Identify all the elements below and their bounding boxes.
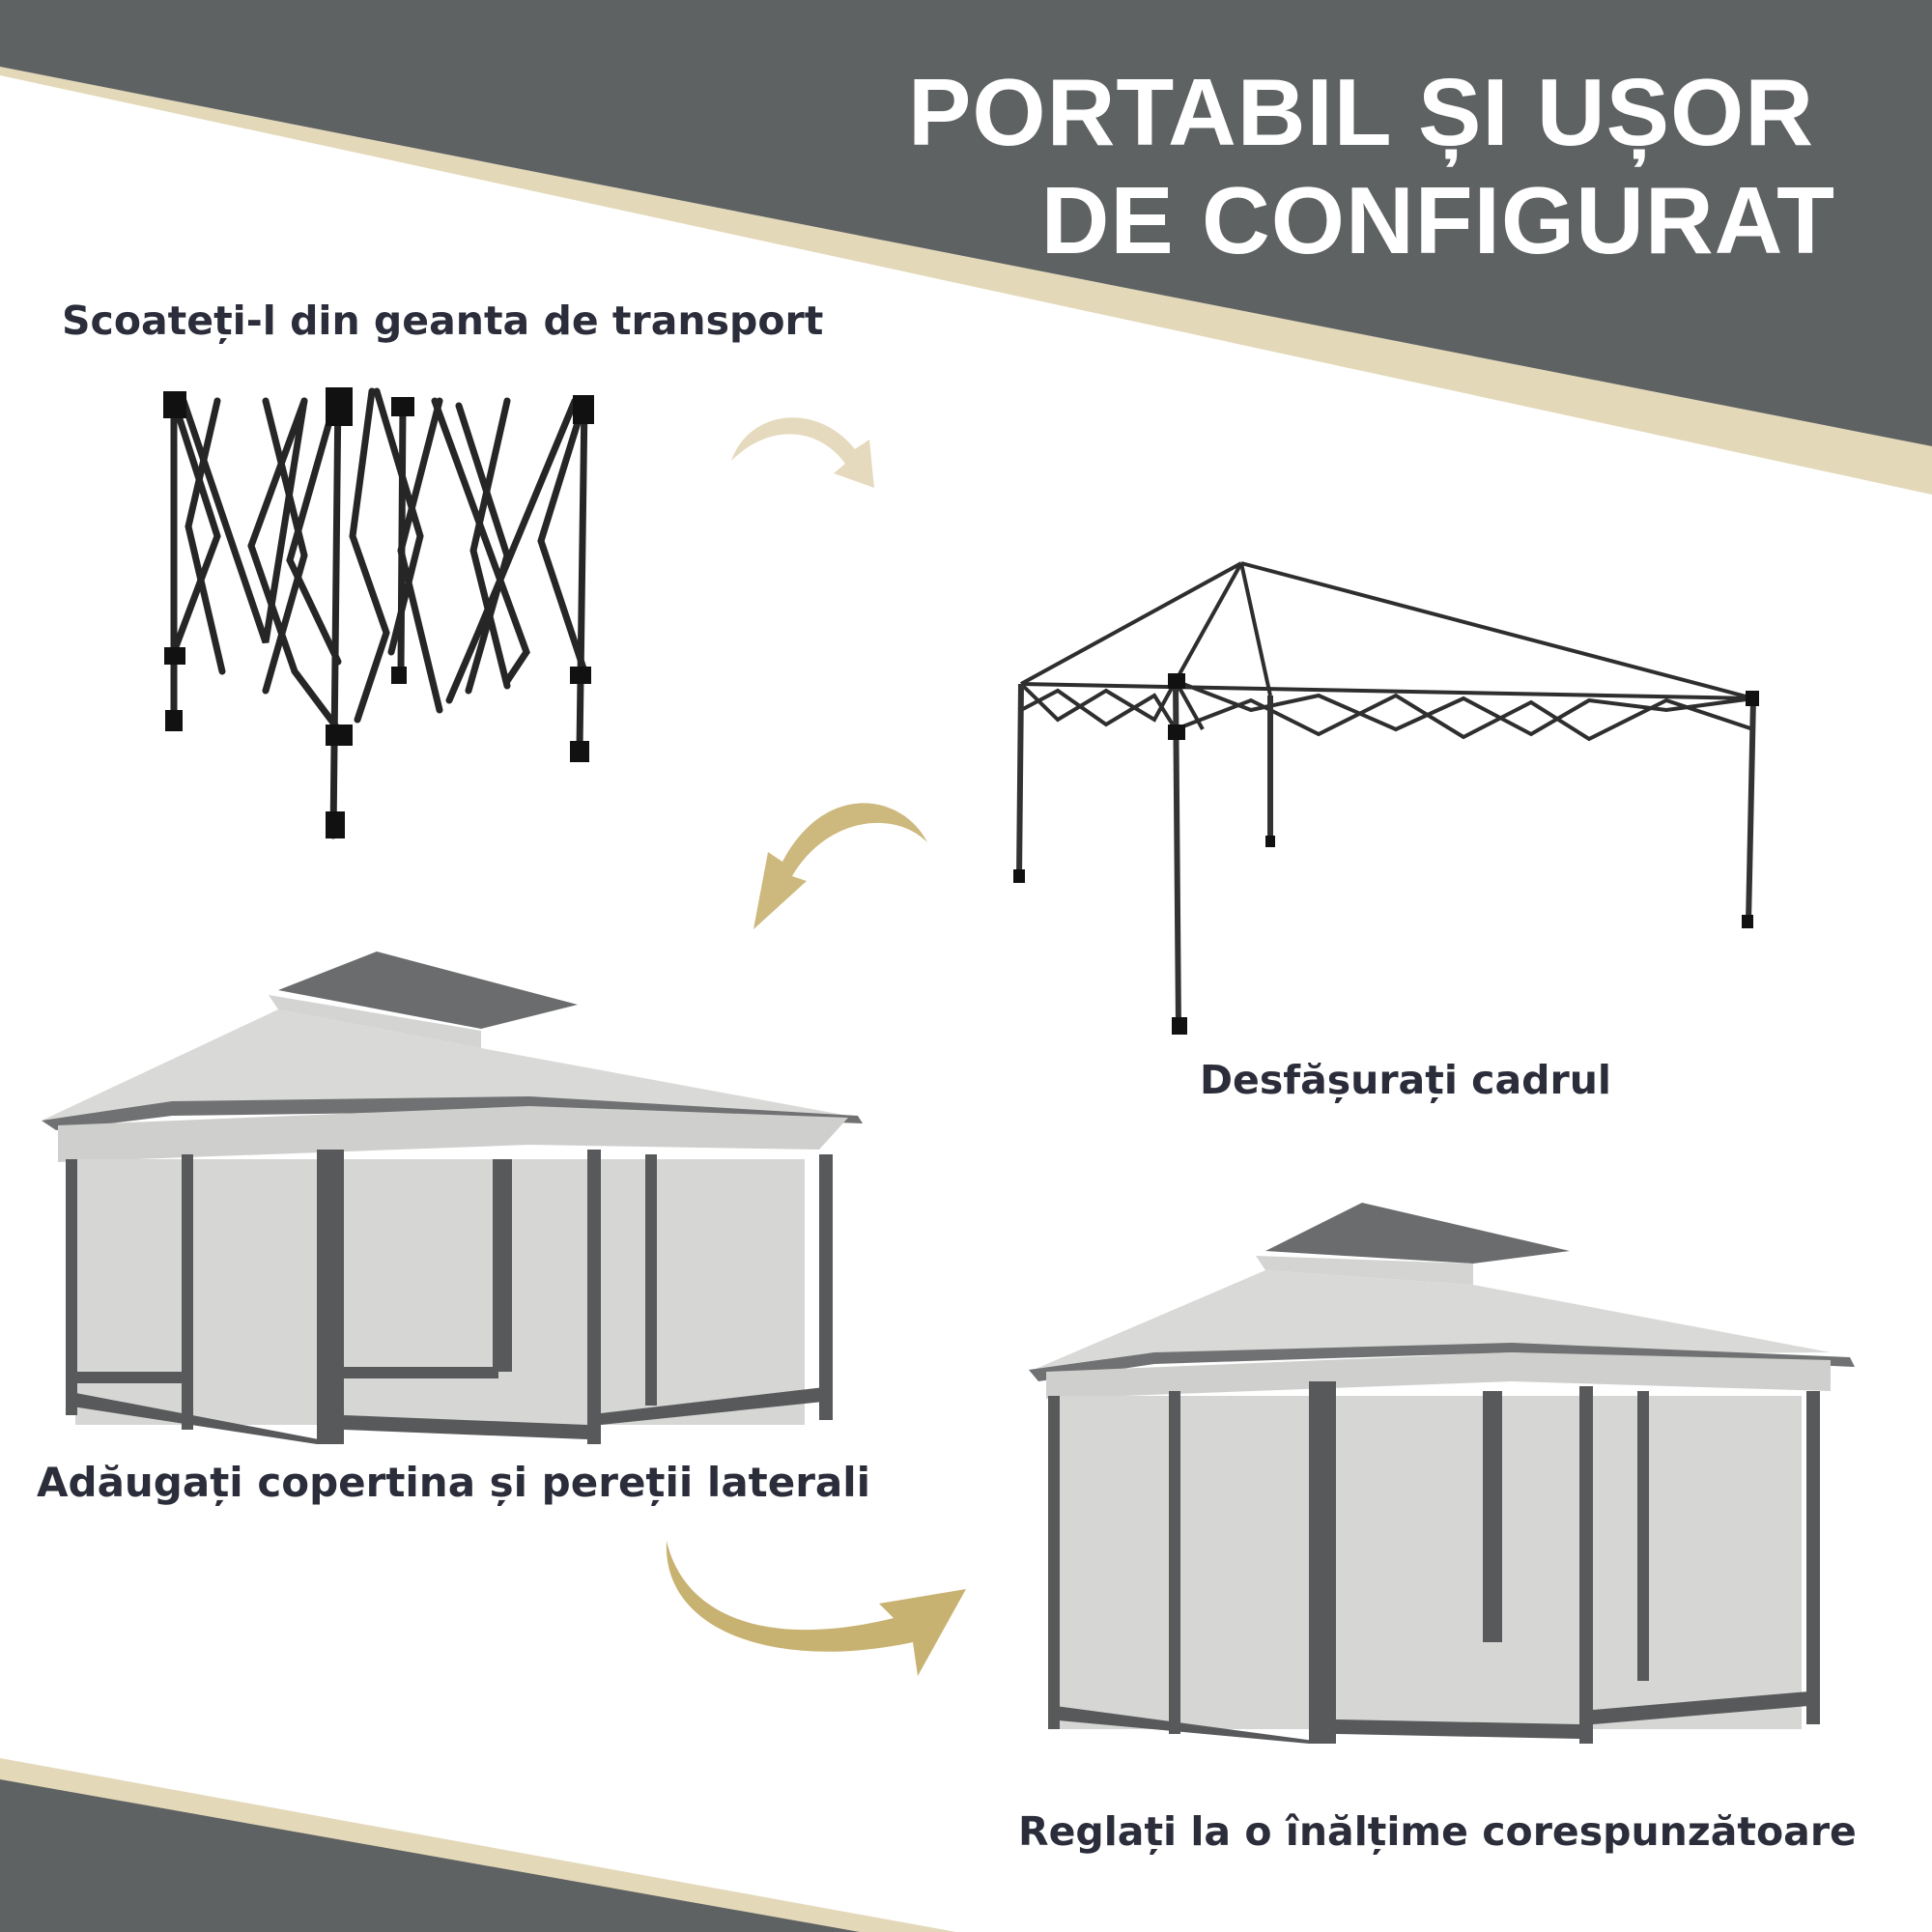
arrow-step1-to-step2 [729, 401, 884, 497]
curved-arrow-icon [753, 803, 927, 929]
top-accent-band [0, 67, 1932, 495]
step-3-caption: Adăugați copertina și pereții laterali [37, 1459, 871, 1506]
folded-frame-illustration [159, 382, 594, 840]
curved-arrow-icon [731, 417, 874, 488]
curved-arrow-icon [666, 1541, 966, 1676]
arrow-step2-to-step3 [729, 784, 932, 934]
bottom-gray-corner [0, 1779, 860, 1932]
step-4-caption: Reglați la o înălțime corespunzătoare [1018, 1808, 1857, 1855]
top-gray-banner [0, 0, 1932, 446]
step-2-caption: Desfășurați cadrul [1200, 1057, 1611, 1103]
gazebo-adjusted-illustration [1019, 1198, 1864, 1744]
gazebo-with-walls-illustration [37, 952, 877, 1449]
page-title: PORTABIL ȘI UȘOR DE CONFIGURAT [908, 58, 1835, 274]
title-line-1: PORTABIL ȘI UȘOR [907, 59, 1814, 165]
arrow-step3-to-step4 [662, 1536, 971, 1681]
title-line-2: DE CONFIGURAT [1040, 167, 1835, 273]
unfolded-frame-illustration [1009, 555, 1773, 1043]
step-1-caption: Scoateți-l din geanta de transport [62, 298, 824, 344]
